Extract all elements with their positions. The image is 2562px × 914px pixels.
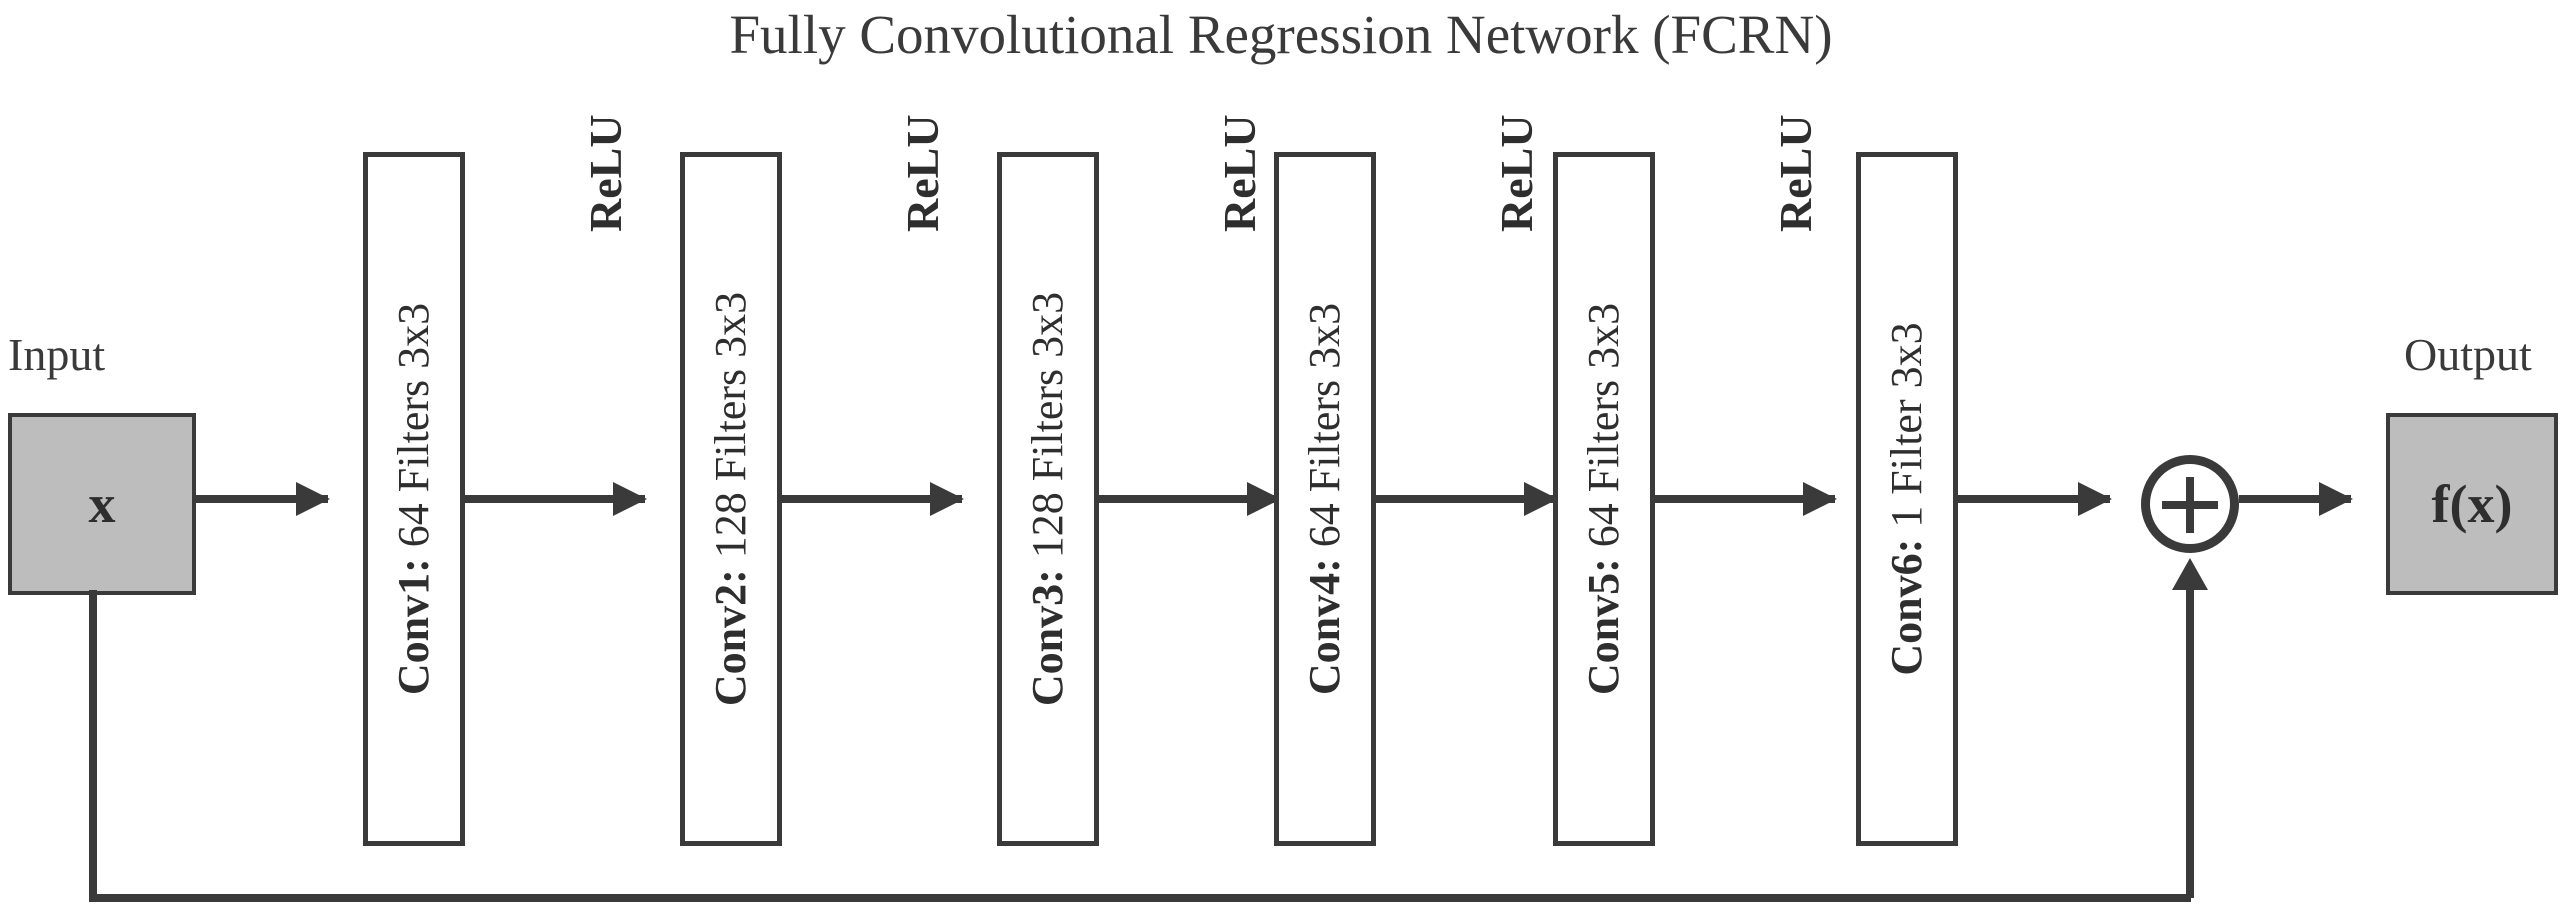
layer-spec-conv4: 64 Filters 3x3 <box>1300 302 1349 559</box>
layer-name-conv3: Conv3: <box>1023 569 1072 707</box>
layer-name-conv4: Conv4: <box>1300 558 1349 696</box>
activation-label-relu1: ReLU <box>580 114 631 232</box>
layer-spec-conv6: 1 Filter 3x3 <box>1882 322 1931 539</box>
layer-label-conv6: Conv6: 1 Filter 3x3 <box>1882 322 1931 676</box>
layer-label-conv5: Conv5: 64 Filters 3x3 <box>1579 302 1628 696</box>
layer-spec-conv2: 128 Filters 3x3 <box>706 291 755 570</box>
layer-spec-conv1: 64 Filters 3x3 <box>389 302 438 559</box>
layer-block-conv2: Conv2: 128 Filters 3x3 <box>680 152 782 846</box>
input-label: Input <box>8 329 106 380</box>
layer-name-conv1: Conv1: <box>389 558 438 696</box>
layer-block-conv4: Conv4: 64 Filters 3x3 <box>1274 152 1376 846</box>
arrow-conv6-to-sum <box>1958 482 2112 516</box>
layer-name-conv2: Conv2: <box>706 569 755 707</box>
layer-block-conv6: Conv6: 1 Filter 3x3 <box>1856 152 1958 846</box>
arrow-input-to-conv1 <box>196 482 330 516</box>
activation-label-relu5: ReLU <box>1770 114 1821 232</box>
arrow-conv2-to-conv3 <box>782 482 964 516</box>
layer-spec-conv5: 64 Filters 3x3 <box>1579 302 1628 559</box>
output-node-text: f(x) <box>2431 474 2513 534</box>
arrow-conv3-to-conv4 <box>1099 482 1281 516</box>
layer-label-conv4: Conv4: 64 Filters 3x3 <box>1300 302 1349 696</box>
plus-icon-vertical <box>2186 477 2194 533</box>
activation-label-relu3: ReLU <box>1214 114 1265 232</box>
layer-block-conv3: Conv3: 128 Filters 3x3 <box>997 152 1099 846</box>
skip-connection-segment-right <box>89 894 2191 902</box>
layer-name-conv6: Conv6: <box>1882 538 1931 676</box>
layer-label-conv2: Conv2: 128 Filters 3x3 <box>706 291 755 707</box>
activation-label-relu4: ReLU <box>1491 114 1542 232</box>
layer-name-conv5: Conv5: <box>1579 558 1628 696</box>
activation-label-relu2: ReLU <box>897 114 948 232</box>
layer-block-conv5: Conv5: 64 Filters 3x3 <box>1553 152 1655 846</box>
arrow-conv5-to-conv6 <box>1655 482 1837 516</box>
arrow-sum-to-output <box>2239 482 2353 516</box>
output-label: Output <box>2404 329 2532 380</box>
page-title: Fully Convolutional Regression Network (… <box>729 4 1833 65</box>
layer-label-conv1: Conv1: 64 Filters 3x3 <box>389 302 438 696</box>
arrow-conv4-to-conv5 <box>1376 482 1558 516</box>
input-node-text: x <box>88 474 116 534</box>
skip-connection-segment-down <box>89 590 97 902</box>
layer-spec-conv3: 128 Filters 3x3 <box>1023 291 1072 570</box>
arrow-conv1-to-conv2 <box>465 482 647 516</box>
input-node: x <box>8 413 196 595</box>
output-node: f(x) <box>2386 413 2558 595</box>
skip-connection-arrow-up <box>2172 558 2208 898</box>
layer-label-conv3: Conv3: 128 Filters 3x3 <box>1023 291 1072 707</box>
layer-block-conv1: Conv1: 64 Filters 3x3 <box>363 152 465 846</box>
sum-node <box>2141 455 2239 553</box>
